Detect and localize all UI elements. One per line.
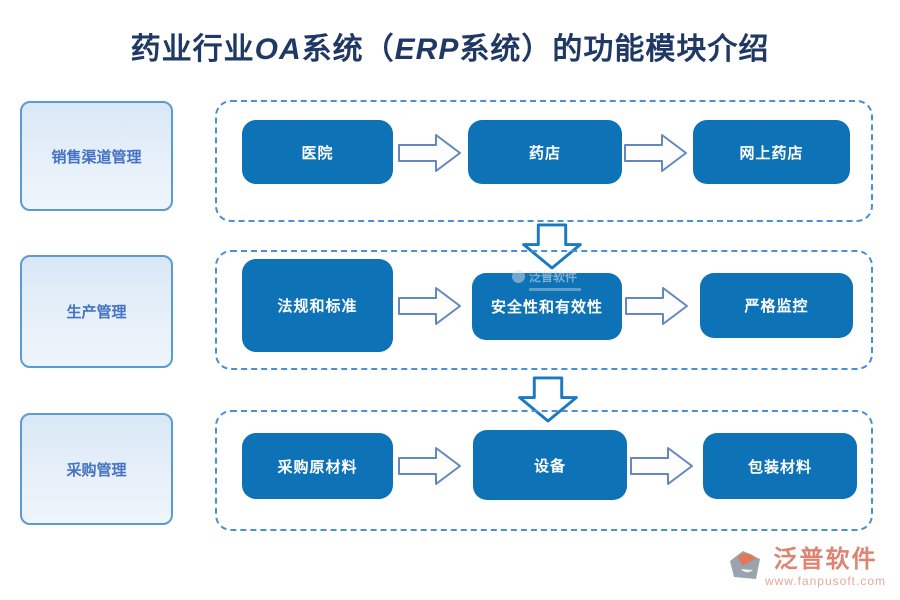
node-raw-materials: 采购原材料 bbox=[242, 433, 393, 499]
vendor-logo: 泛普软件 www.fanpusoft.com bbox=[729, 548, 886, 588]
sidebar-label-text: 生产管理 bbox=[66, 304, 127, 321]
lane-sales-channel: 医院 药店 网上药店 bbox=[215, 100, 873, 222]
node-regulations-standards: 法规和标准 bbox=[242, 259, 393, 352]
right-arrow-icon bbox=[625, 287, 688, 325]
lane-production: 法规和标准 安全性和有效性 严格监控 bbox=[215, 250, 873, 370]
sidebar-label-production: 生产管理 bbox=[20, 255, 173, 368]
node-label: 设备 bbox=[533, 457, 566, 475]
right-arrow-icon bbox=[398, 447, 461, 485]
vendor-logo-url: www.fanpusoft.com bbox=[764, 574, 886, 588]
down-arrow-icon bbox=[518, 376, 578, 423]
node-label: 安全性和有效性 bbox=[490, 299, 603, 316]
page-title: 药业行业OA系统（ERP系统）的功能模块介绍 bbox=[0, 24, 900, 68]
node-label: 采购原材料 bbox=[277, 458, 358, 476]
vendor-logo-name: 泛普软件 bbox=[773, 546, 878, 573]
right-arrow-icon bbox=[398, 134, 461, 172]
title-segment-erp: ERP bbox=[394, 33, 460, 66]
title-segment: 药业行业 bbox=[130, 33, 255, 66]
vendor-logo-icon bbox=[729, 551, 760, 579]
right-arrow-icon bbox=[624, 134, 687, 172]
node-label: 法规和标准 bbox=[277, 298, 358, 315]
right-arrow-icon bbox=[630, 447, 693, 485]
node-label: 医院 bbox=[301, 144, 334, 162]
node-hospital: 医院 bbox=[242, 120, 393, 184]
node-strict-monitoring: 严格监控 bbox=[700, 273, 853, 338]
down-arrow-icon bbox=[522, 223, 582, 270]
node-label: 网上药店 bbox=[739, 144, 804, 162]
lane-procurement: 采购原材料 设备 包装材料 bbox=[215, 410, 873, 531]
node-safety-effectiveness: 安全性和有效性 bbox=[472, 273, 622, 340]
node-label: 包装材料 bbox=[747, 458, 812, 476]
node-packaging-materials: 包装材料 bbox=[703, 433, 857, 499]
title-segment-oa: OA bbox=[254, 33, 302, 66]
right-arrow-icon bbox=[398, 287, 461, 325]
node-pharmacy: 药店 bbox=[468, 120, 622, 184]
sidebar-label-text: 采购管理 bbox=[66, 461, 127, 479]
node-label: 严格监控 bbox=[744, 298, 809, 315]
title-segment: 系统）的功能模块介绍 bbox=[459, 33, 770, 66]
sidebar-label-sales-channel: 销售渠道管理 bbox=[20, 101, 173, 211]
title-segment: 系统（ bbox=[301, 33, 395, 66]
sidebar-label-procurement: 采购管理 bbox=[20, 413, 173, 525]
node-online-pharmacy: 网上药店 bbox=[693, 120, 850, 184]
sidebar-label-text: 销售渠道管理 bbox=[51, 148, 142, 166]
node-equipment: 设备 bbox=[473, 430, 627, 500]
node-label: 药店 bbox=[528, 144, 561, 162]
